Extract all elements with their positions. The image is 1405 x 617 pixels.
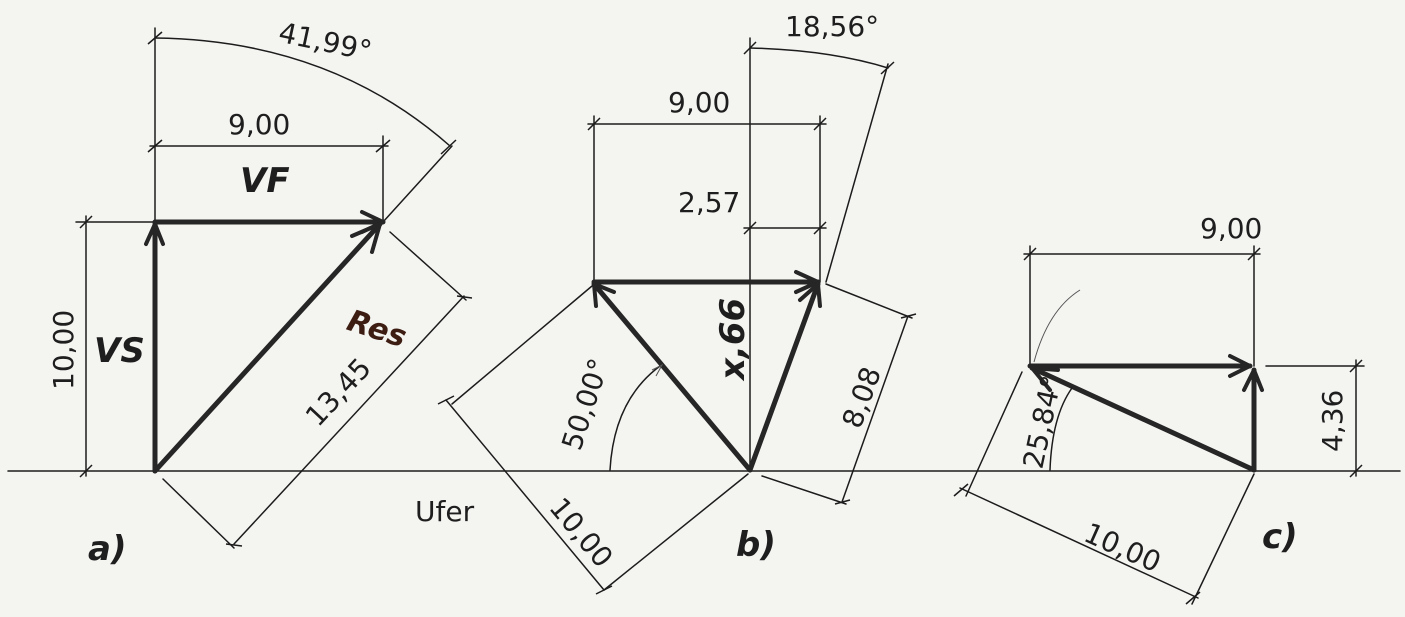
dimension-tick (147, 31, 163, 45)
dimension-tick (743, 221, 757, 235)
resultant-label-c: 10,00 (1079, 516, 1166, 579)
resultant-vector (152, 221, 383, 474)
extension-line (1191, 473, 1255, 605)
dimension-tick (1349, 359, 1363, 373)
arrow-head (1228, 354, 1252, 378)
angle-arc (1049, 387, 1073, 471)
vertical-label-b: x,66 (713, 298, 753, 382)
arrow-head (1030, 366, 1060, 392)
dimension-tick (587, 117, 601, 131)
vs-label: VS (94, 331, 145, 371)
angle-label-a: 41,99° (276, 16, 375, 68)
dimension-tick (1185, 591, 1201, 605)
resultant-vector-b (747, 281, 821, 473)
extension-line (825, 283, 913, 319)
dimension-tick (79, 215, 93, 229)
height-label-c: 4,36 (1316, 390, 1349, 452)
dimension-tick (79, 464, 93, 478)
dimension-tick (440, 139, 457, 155)
dimension-tick (900, 313, 917, 319)
dimension-tick (813, 221, 827, 235)
dimension-tick (813, 117, 827, 131)
width-label-b: 9,00 (668, 86, 730, 119)
dimension-tick (834, 499, 851, 505)
label-a: a) (88, 529, 126, 569)
extension-line (965, 371, 1023, 497)
boat-vector (591, 281, 753, 473)
dimension-tick (1349, 464, 1363, 478)
extension-line (162, 478, 235, 549)
dimension-tick (225, 543, 243, 547)
dimension-tick (375, 139, 391, 153)
resultant-label-a: 13,45 (299, 352, 378, 433)
dimension-tick (147, 139, 163, 153)
dimension-tick (1247, 247, 1261, 261)
angle-arrow (651, 363, 664, 377)
dimension-line (959, 487, 1199, 599)
angle-label-b-bottom: 50,00° (555, 354, 615, 454)
dimension-line (445, 399, 605, 591)
width-label-c: 9,00 (1200, 212, 1262, 245)
arrow-head (798, 282, 822, 308)
extension-line (451, 285, 593, 405)
extension-line (603, 473, 749, 591)
dimension-tick (595, 585, 613, 595)
offset-label-b: 2,57 (678, 186, 740, 219)
angle-label-b-top: 18,56° (785, 10, 879, 43)
construction-arc (1033, 289, 1081, 363)
height-label-a: 10,00 (47, 310, 80, 390)
extension-line (382, 145, 453, 223)
arrow-head (592, 282, 616, 308)
diagram-c: 9,00 25,84° 4,36 10,00 c) (953, 212, 1365, 605)
angle-arc (154, 37, 451, 147)
dimension-tick (953, 483, 969, 497)
angle-arc (609, 365, 661, 471)
diagram-b: 18,56° 9,00 2,57 x,66 50,00° 10,00 (437, 10, 917, 595)
width-label-a: 9,00 (228, 108, 290, 141)
vf-label: VF (240, 161, 290, 201)
boat-vector-c (1029, 365, 1257, 473)
dimension-tick (437, 395, 455, 405)
extension-line (761, 475, 847, 505)
res-label: Res (343, 303, 411, 355)
extension-line (825, 63, 889, 283)
dimension-line (233, 295, 465, 545)
label-c: c) (1262, 517, 1298, 557)
dimension-tick (1023, 247, 1037, 261)
height-label-b: 8,08 (836, 363, 888, 433)
dimension-tick (456, 295, 473, 299)
dimension-tick (743, 41, 757, 55)
angle-label-c: 25,84° (1017, 372, 1069, 471)
arrow-head (350, 222, 382, 254)
angle-arc (749, 47, 889, 69)
arrow-head (1242, 368, 1264, 392)
label-b: b) (736, 525, 776, 565)
shore-label: Ufer (415, 495, 475, 528)
extension-line (389, 231, 467, 301)
dimension-line (841, 315, 909, 503)
diagram-a: 41,99° 9,00 VF 10,00 VS Res 13,45 a) (47, 16, 473, 569)
